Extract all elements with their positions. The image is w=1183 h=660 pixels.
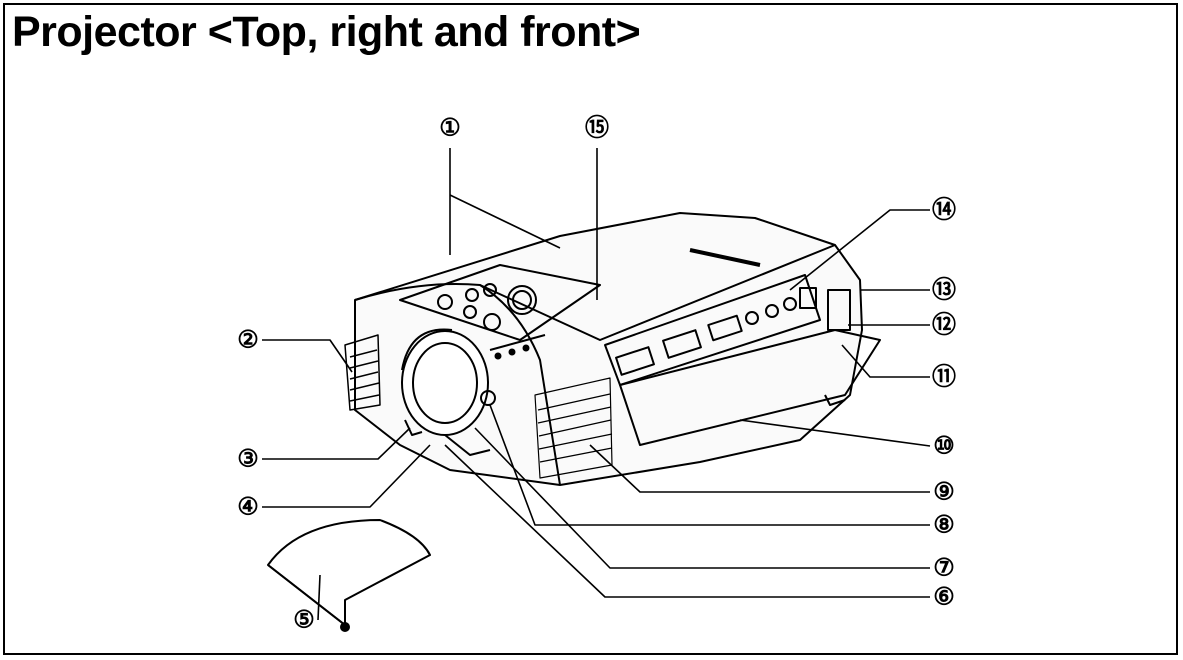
callout-9: ⑨: [933, 479, 955, 506]
lens-assembly: [401, 328, 491, 456]
callout-4: ④: [237, 494, 259, 521]
callout-14: ⑭: [932, 196, 956, 224]
callout-8: ⑧: [933, 512, 955, 539]
callout-7: ⑦: [933, 555, 955, 582]
callout-6: ⑥: [933, 584, 955, 611]
leader-lines: [262, 148, 931, 621]
diagram-frame: [3, 3, 1178, 655]
callout-12: ⑫: [932, 311, 956, 339]
callout-3: ③: [237, 446, 259, 473]
callout-15: ⑮: [585, 114, 609, 142]
rear-foot: [824, 394, 846, 406]
brand-logo: [689, 248, 761, 267]
callout-11: ⑪: [932, 363, 956, 391]
callout-13: ⑬: [932, 276, 956, 304]
intake-grille: [344, 334, 381, 411]
control-panel: [399, 264, 601, 360]
lens-cap: [267, 519, 431, 632]
callout-5: ⑤: [293, 607, 315, 634]
adjustable-foot: [404, 419, 423, 436]
diagram-title: Projector <Top, right and front>: [12, 8, 641, 56]
remote-sensor: [480, 390, 496, 406]
connector-panel: [604, 274, 821, 386]
callout-2: ②: [237, 327, 259, 354]
callout-10: ⑩: [933, 433, 955, 460]
callout-1: ①: [439, 115, 461, 142]
projector-body: [354, 212, 863, 486]
